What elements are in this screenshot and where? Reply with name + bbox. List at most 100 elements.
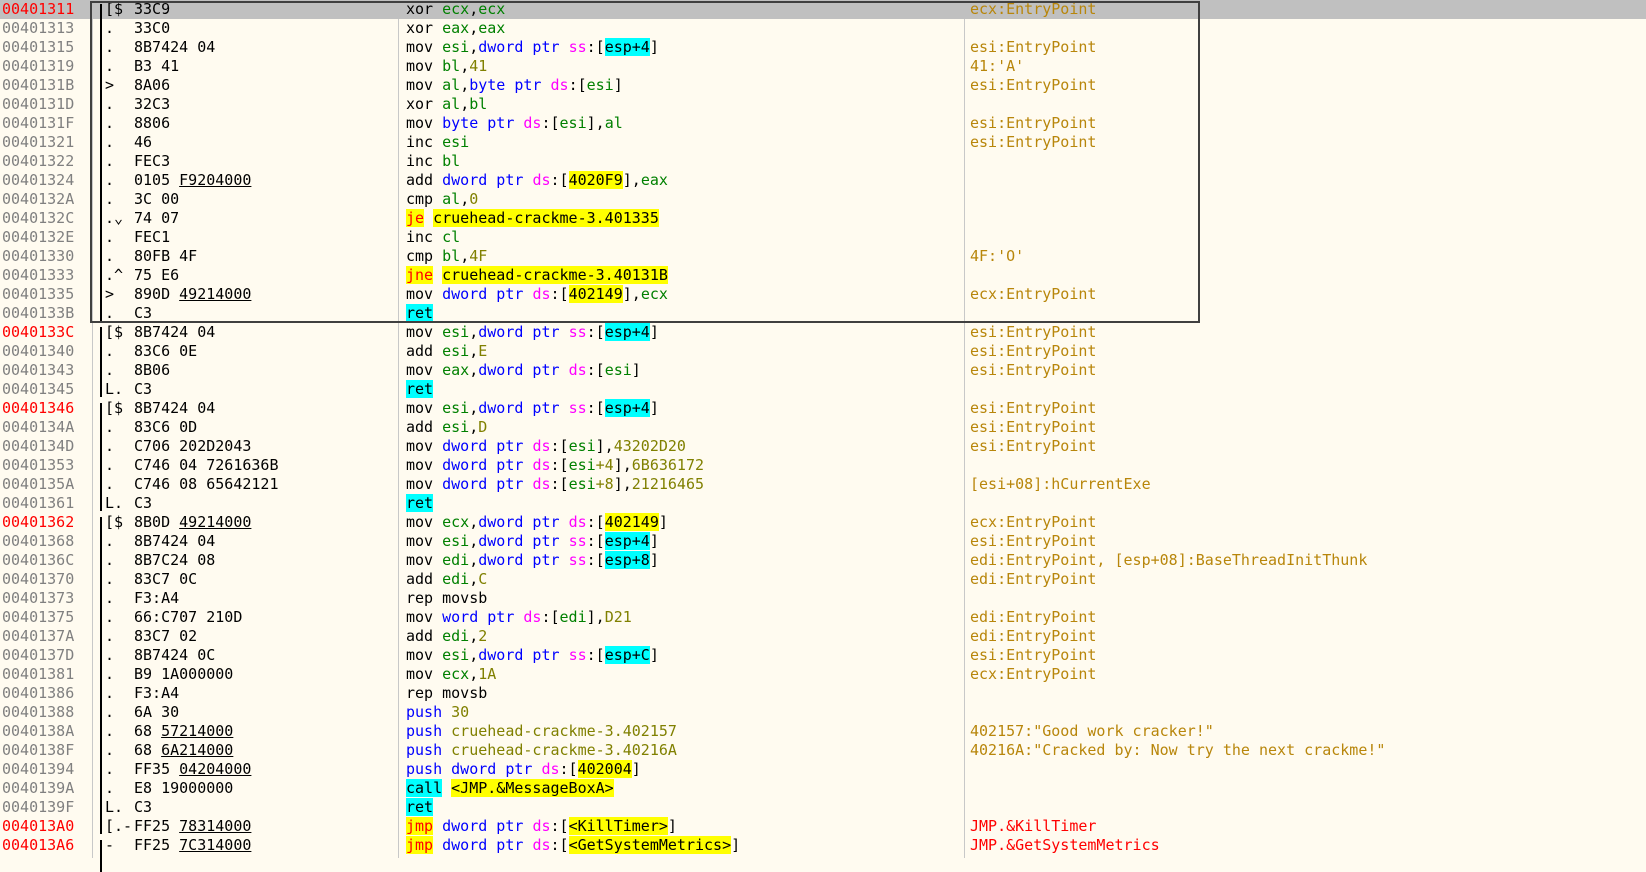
row-address: 0040135A: [2, 475, 75, 493]
row-branch-marker: .: [105, 456, 115, 474]
row-comment: edi:EntryPoint: [970, 608, 1097, 626]
row-branch-marker: .: [105, 247, 115, 265]
row-bytes: FF25 7C314000: [134, 836, 252, 854]
row-instruction: push cruehead-crackme-3.402157: [406, 722, 677, 740]
row-comment: ecx:EntryPoint: [970, 285, 1097, 303]
row-bytes: B9 1A000000: [134, 665, 234, 683]
row-bytes: C3: [134, 798, 153, 816]
row-instruction: mov edi,dword ptr ss:[esp+8]: [406, 551, 659, 569]
row-bytes: 46: [134, 133, 153, 151]
row-comment: esi:EntryPoint: [970, 646, 1097, 664]
row-address: 004013A0: [2, 817, 75, 835]
row-address: 00401353: [2, 456, 75, 474]
row-instruction: mov bl,41: [406, 57, 488, 75]
row-comment: JMP.&GetSystemMetrics: [970, 836, 1160, 854]
row-branch-marker: [$: [105, 399, 124, 417]
row-branch-marker: L.: [105, 494, 124, 512]
row-comment: 40216A:"Cracked by: Now try the next cra…: [970, 741, 1386, 759]
row-bytes: FF25 78314000: [134, 817, 252, 835]
row-branch-marker: .: [105, 57, 115, 75]
row-instruction: mov dword ptr ds:[esi],43202D20: [406, 437, 686, 455]
row-branch-marker: .: [105, 95, 115, 113]
row-bytes: C3: [134, 304, 153, 322]
row-comment: ecx:EntryPoint: [970, 513, 1097, 531]
row-instruction: mov al,byte ptr ds:[esi]: [406, 76, 623, 94]
row-branch-marker: .: [105, 570, 115, 588]
row-comment: [970, 152, 1646, 171]
row-branch-marker: .: [105, 646, 115, 664]
function-bracket: [100, 327, 102, 397]
row-branch-marker: L.: [105, 380, 124, 398]
row-instruction: add esi,E: [406, 342, 488, 360]
row-comment: JMP.&KillTimer: [970, 817, 1097, 835]
row-comment: [970, 209, 1646, 228]
row-branch-marker: .: [105, 342, 115, 360]
row-comment: esi:EntryPoint: [970, 361, 1097, 379]
row-address: 00401386: [2, 684, 75, 702]
row-comment: [970, 380, 1646, 399]
row-instruction: push dword ptr ds:[402004]: [406, 760, 641, 778]
row-bytes: 8B7424 0C: [134, 646, 216, 664]
row-bytes: 83C6 0D: [134, 418, 198, 436]
row-address: 00401335: [2, 285, 75, 303]
column-separator: [92, 0, 93, 858]
row-address: 0040132E: [2, 228, 75, 246]
row-comment: [970, 684, 1646, 703]
row-comment: [970, 171, 1646, 190]
row-branch-marker: .: [105, 684, 115, 702]
row-address: 00401343: [2, 361, 75, 379]
row-comment: esi:EntryPoint: [970, 323, 1097, 341]
row-bytes: 83C6 0E: [134, 342, 198, 360]
function-bracket: [100, 4, 102, 321]
row-comment: esi:EntryPoint: [970, 38, 1097, 56]
row-address: 00401330: [2, 247, 75, 265]
row-bytes: C746 08 65642121: [134, 475, 279, 493]
